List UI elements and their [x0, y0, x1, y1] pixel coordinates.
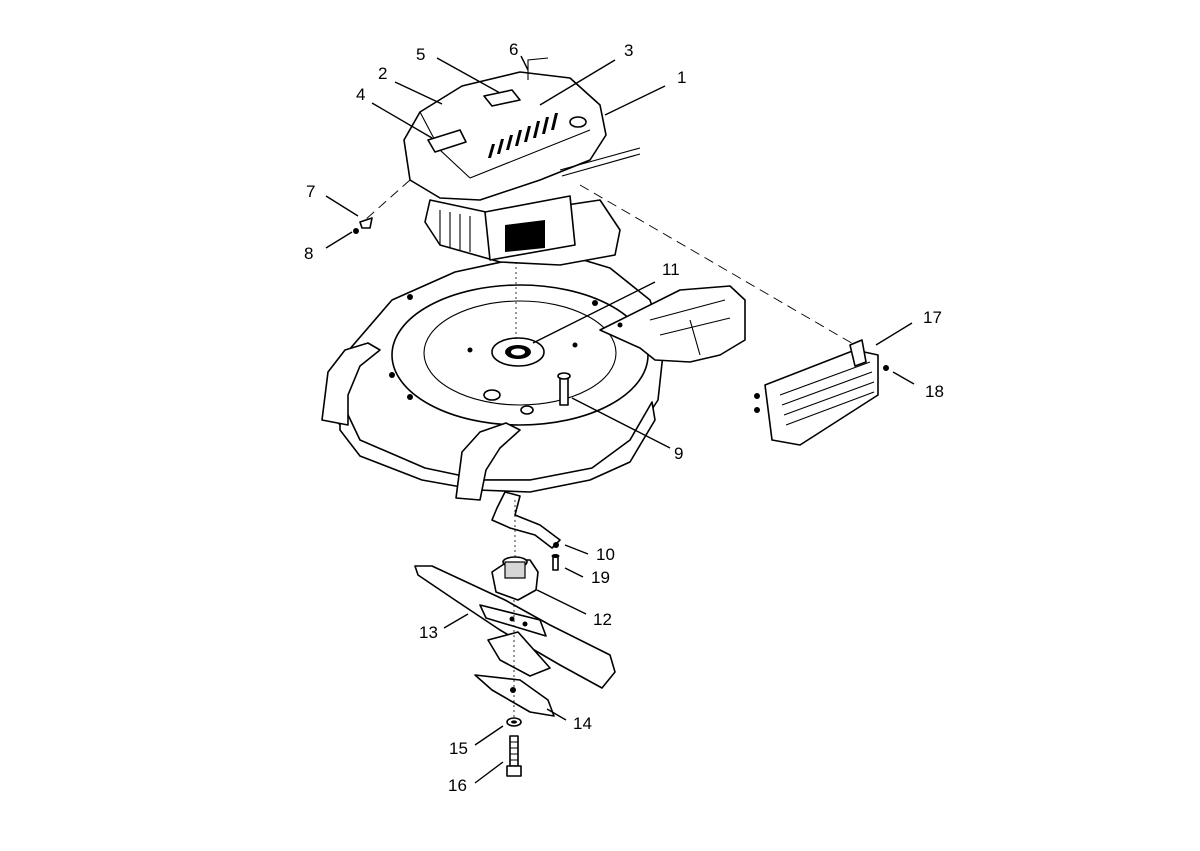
- leader-8: [325, 231, 353, 249]
- leader-18: [892, 371, 915, 385]
- washer-and-bolt: [506, 717, 522, 777]
- screw-19: [551, 554, 560, 571]
- leader-15: [474, 725, 504, 746]
- callout-10: 10: [596, 545, 615, 564]
- blade-adapter: [491, 556, 539, 601]
- engine-assembly: [403, 57, 641, 266]
- cooling-vents: [488, 113, 558, 158]
- callout-5: 5: [416, 45, 425, 64]
- callout-16: 16: [448, 776, 467, 795]
- leader-4: [371, 102, 433, 139]
- leader-3: [539, 59, 616, 106]
- leader-11: [532, 281, 656, 344]
- callout-labels: 1 2 3 4 5 6 7 8 9 10 11 12 13 14 15 16 1…: [304, 40, 944, 795]
- callout-6: 6: [509, 40, 518, 59]
- leader-14: [546, 708, 567, 721]
- callout-17: 17: [923, 308, 942, 327]
- callout-14: 14: [573, 714, 592, 733]
- leader-1: [604, 85, 666, 116]
- callout-19: 19: [591, 568, 610, 587]
- leader-2: [394, 81, 443, 105]
- callout-13: 13: [419, 623, 438, 642]
- callout-7: 7: [306, 182, 315, 201]
- clip-and-screw: [353, 217, 373, 234]
- leader-7: [325, 195, 359, 217]
- leader-5: [436, 57, 501, 94]
- assembly-lines: [364, 179, 856, 720]
- leader-13: [443, 613, 469, 629]
- leader-9: [571, 397, 671, 449]
- blade: [414, 565, 616, 689]
- leader-6: [520, 55, 529, 71]
- rear-guard: [754, 339, 889, 446]
- callout-12: 12: [593, 610, 612, 629]
- callout-8: 8: [304, 244, 313, 263]
- baffle: [491, 491, 561, 549]
- callout-3: 3: [624, 41, 633, 60]
- leader-17: [875, 322, 913, 346]
- leader-16: [474, 761, 504, 784]
- callout-2: 2: [378, 64, 387, 83]
- leader-12: [536, 589, 587, 615]
- mower-deck: [321, 252, 746, 501]
- callout-9: 9: [674, 444, 683, 463]
- callout-4: 4: [356, 85, 365, 104]
- callout-18: 18: [925, 382, 944, 401]
- leader-10: [564, 544, 589, 555]
- mulching-blade: [474, 631, 555, 717]
- leader-lines: [325, 55, 915, 784]
- callout-11: 11: [662, 260, 680, 279]
- callout-15: 15: [449, 739, 468, 758]
- callout-1: 1: [677, 68, 686, 87]
- leader-19: [564, 567, 584, 578]
